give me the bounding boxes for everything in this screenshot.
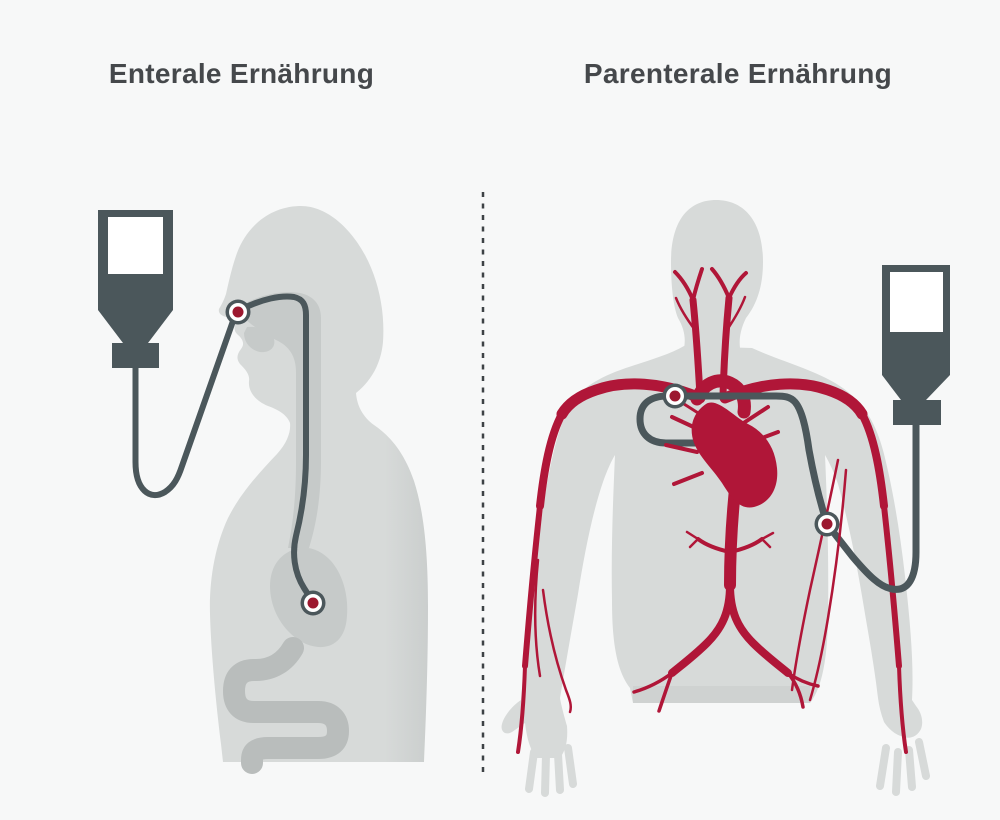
renal-branches: [685, 530, 775, 554]
stomach-end-marker: [300, 590, 326, 616]
torso-and-arms: [501, 346, 923, 758]
feeding-tube-external: [132, 318, 236, 499]
parenteral-figure: [501, 200, 950, 797]
aortic-arch: [690, 374, 751, 419]
torso-bottom-shadow: [633, 686, 810, 703]
nasal-esophagus-passage: [241, 292, 321, 548]
bottle-connector: [112, 343, 159, 368]
carotid-arteries: [673, 267, 748, 400]
left-arm-artery: [516, 378, 706, 754]
feeding-bottle-icon: [98, 210, 173, 368]
catheter-arm-to-chest: [664, 392, 828, 518]
intestine-shape: [223, 637, 349, 774]
iliac-arteries: [632, 581, 820, 713]
bottle-window: [108, 217, 163, 274]
heart-shape: [691, 402, 778, 508]
right-hand-fingers: [876, 738, 930, 796]
forearm-veins: [790, 458, 848, 702]
feeding-tube-internal: [239, 293, 314, 602]
catheter-from-bottle: [830, 421, 920, 593]
enteral-title: Enterale Ernährung: [108, 58, 375, 89]
left-hand-fingers: [525, 744, 577, 797]
iv-bottle-window: [890, 272, 943, 332]
nasogastric-feeding-tube: [132, 293, 314, 602]
mouth-cavity: [244, 326, 275, 353]
parenteral-title: Parenterale Ernährung: [583, 58, 893, 89]
iv-bottle-connector: [893, 400, 941, 425]
enteral-figure: [98, 205, 428, 774]
elbow-vein-marker: [814, 511, 840, 537]
patient-body-silhouette: [501, 200, 930, 797]
central-catheter-marker: [662, 383, 688, 409]
iv-catheter-tube: [664, 392, 920, 593]
nose-insertion-marker: [225, 299, 251, 325]
iv-bottle-icon: [882, 265, 950, 425]
catheter-tube-under-heart: [636, 392, 718, 447]
